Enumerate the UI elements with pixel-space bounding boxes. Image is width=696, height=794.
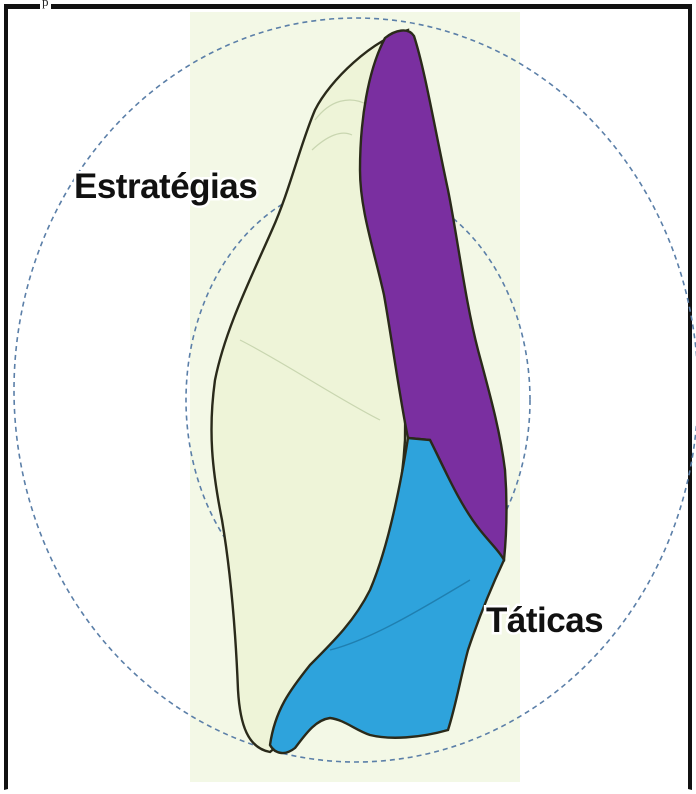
label-taticas: Táticas [486,601,603,640]
label-estrategias: Estratégias [74,167,257,206]
